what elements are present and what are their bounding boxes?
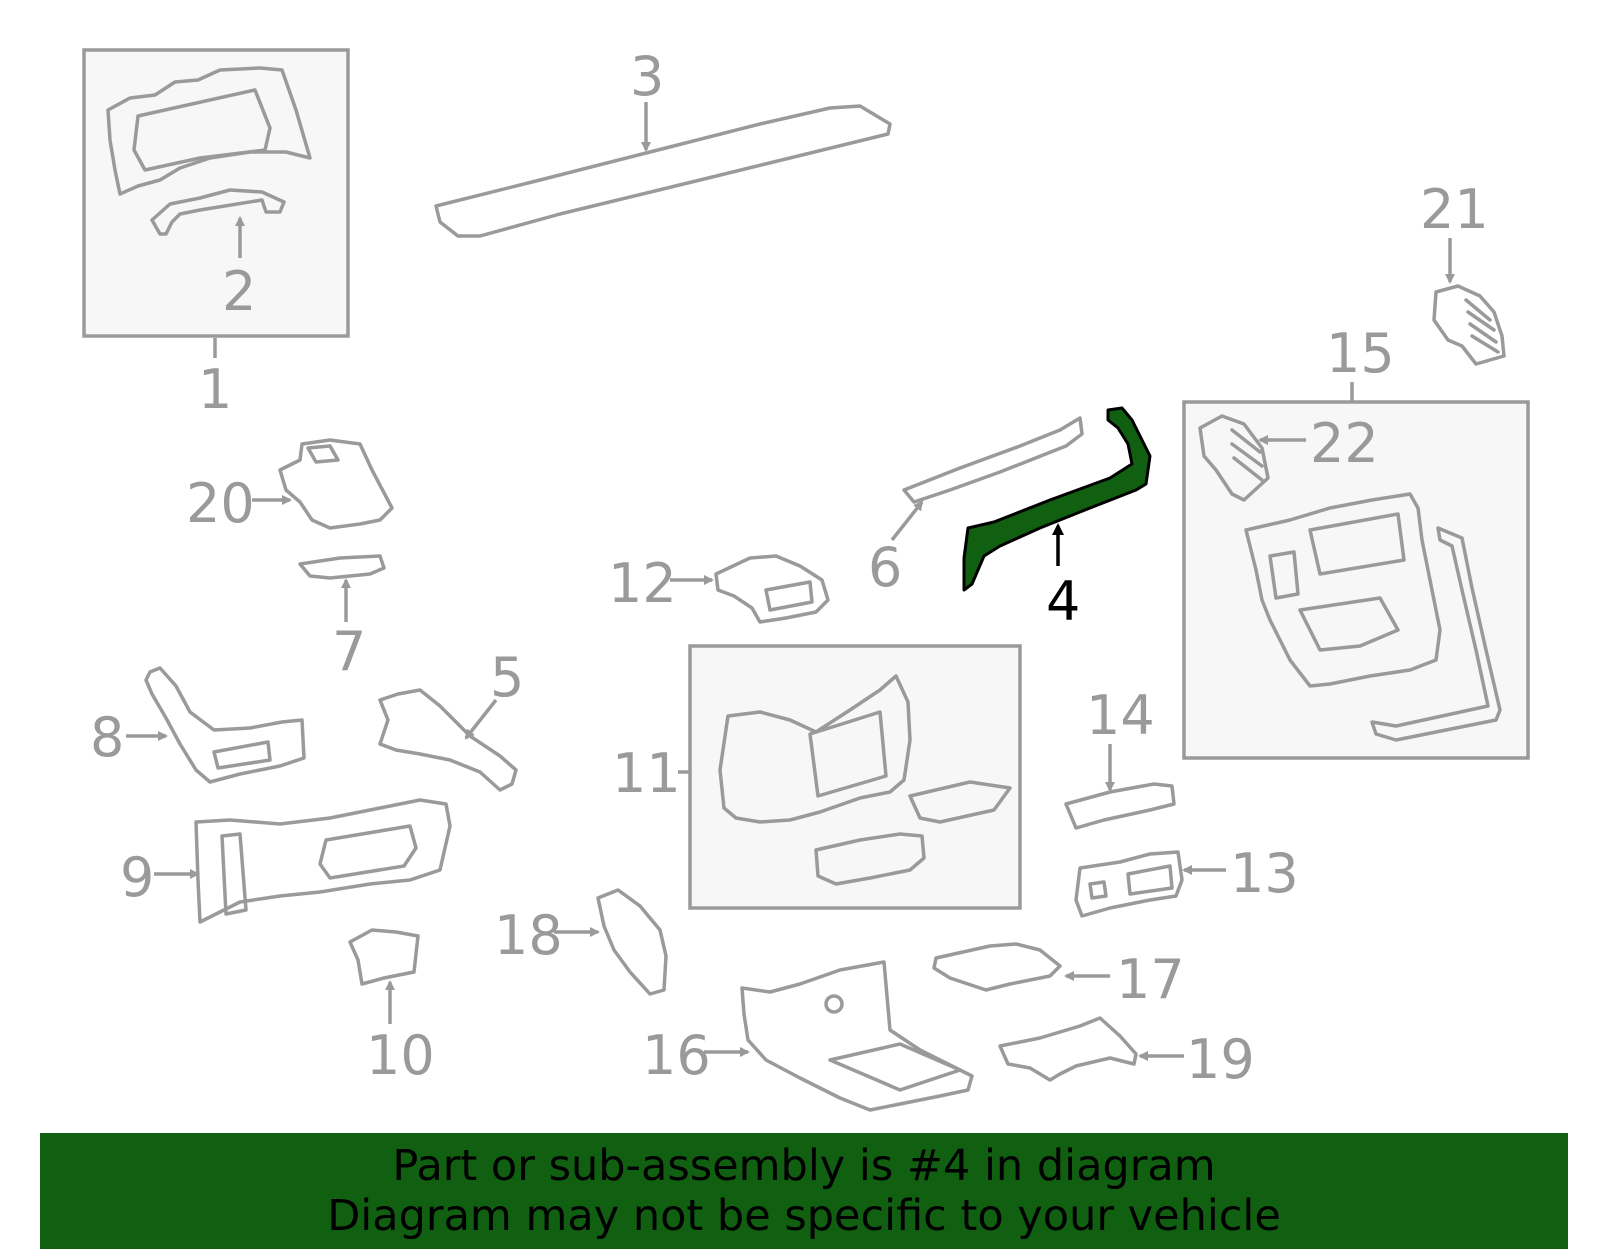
callout-11: 11 xyxy=(612,742,681,805)
part-group-13: 13 xyxy=(1074,842,1299,918)
part-group-12: 12 xyxy=(608,552,830,624)
part-17-mat xyxy=(932,942,1062,992)
callout-1: 1 xyxy=(198,358,232,421)
callout-22: 22 xyxy=(1310,412,1379,475)
part-group-3: 3 xyxy=(434,45,892,238)
part-14-trim xyxy=(1064,782,1176,830)
part-group-4-highlighted: 4 xyxy=(962,406,1152,633)
callout-2: 2 xyxy=(222,260,256,323)
callout-16: 16 xyxy=(642,1024,711,1087)
callout-6: 6 xyxy=(868,536,902,599)
banner-line-1: Part or sub-assembly is #4 in diagram xyxy=(392,1141,1216,1191)
callout-12: 12 xyxy=(608,552,677,615)
info-banner: Part or sub-assembly is #4 in diagram Di… xyxy=(40,1133,1568,1249)
part-18-side-panel xyxy=(596,888,668,996)
part-group-6: 6 xyxy=(868,416,1084,599)
part-10-pocket xyxy=(348,928,420,986)
callout-7: 7 xyxy=(332,620,366,683)
callout-4: 4 xyxy=(1046,570,1080,633)
part-group-8: 8 xyxy=(90,666,306,784)
part-6-strip xyxy=(902,416,1084,504)
part-8-panel xyxy=(144,666,306,784)
part-group-16: 16 xyxy=(642,960,974,1112)
callout-10: 10 xyxy=(366,1024,435,1087)
part-group-20: 20 xyxy=(186,438,394,535)
callout-15: 15 xyxy=(1326,322,1395,385)
part-11-tray xyxy=(814,832,926,886)
part-12-pocket xyxy=(714,554,830,624)
callout-19: 19 xyxy=(1186,1028,1255,1091)
part-cluster-bezel xyxy=(106,66,312,196)
part-9-lower-panel xyxy=(194,798,452,924)
part-20-bracket xyxy=(278,438,394,530)
part-group-17: 17 xyxy=(932,942,1185,1011)
part-21-vent xyxy=(1432,284,1506,366)
callout-17: 17 xyxy=(1116,948,1185,1011)
part-13-switch-panel xyxy=(1074,850,1184,918)
callout-5: 5 xyxy=(490,646,524,709)
part-group-7: 7 xyxy=(298,554,386,683)
part-group-10: 10 xyxy=(348,928,435,1087)
callout-13: 13 xyxy=(1230,842,1299,905)
callout-14: 14 xyxy=(1086,684,1155,747)
callout-8: 8 xyxy=(90,706,124,769)
part-5-trim xyxy=(378,688,518,792)
part-19-bracket xyxy=(998,1016,1138,1082)
part-group-5: 5 xyxy=(378,646,524,792)
part-group-9: 9 xyxy=(120,798,452,924)
part-group-21: 21 xyxy=(1420,178,1506,366)
part-7-clip xyxy=(298,554,386,580)
part-2-bracket xyxy=(150,188,286,236)
part-4-highlighted xyxy=(962,406,1152,592)
callout-21: 21 xyxy=(1420,178,1489,241)
part-group-11: 11 xyxy=(612,644,1022,910)
part-15-panel xyxy=(1244,492,1442,688)
callout-18: 18 xyxy=(494,904,563,967)
part-15-trim xyxy=(1370,526,1502,742)
part-11-lid xyxy=(908,780,1012,824)
part-group-14: 14 xyxy=(1064,684,1176,830)
callout-3: 3 xyxy=(630,45,664,108)
callout-20: 20 xyxy=(186,472,255,535)
banner-line-2: Diagram may not be specific to your vehi… xyxy=(327,1191,1281,1241)
callout-9: 9 xyxy=(120,846,154,909)
part-group-19: 19 xyxy=(998,1016,1255,1091)
part-group-15: 15 22 xyxy=(1182,322,1530,760)
part-group-1: 2 1 xyxy=(82,48,350,421)
part-16-console-base xyxy=(740,960,974,1112)
part-22-vent xyxy=(1198,414,1270,502)
part-3-strip xyxy=(434,104,892,238)
part-group-18: 18 xyxy=(494,888,668,996)
